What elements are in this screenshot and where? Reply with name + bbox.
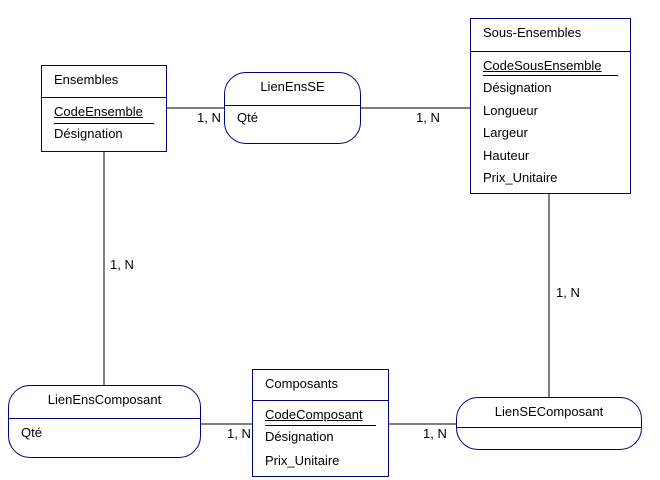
cardinality-label: 1, N	[110, 257, 134, 272]
attribute: Qté	[237, 110, 258, 125]
association-title: LienEnsComposant	[47, 392, 162, 407]
attribute: Désignation	[265, 429, 334, 444]
primary-key: CodeEnsemble	[54, 104, 143, 119]
association-divider	[457, 427, 641, 428]
attribute: Prix_Unitaire	[483, 170, 558, 185]
association-lienenscomposant[interactable]: LienEnsComposant Qté	[8, 385, 201, 458]
association-divider	[225, 105, 360, 106]
primary-key: CodeComposant	[265, 407, 363, 422]
entity-title: Ensembles	[54, 72, 119, 87]
association-divider	[9, 418, 200, 419]
attribute: Désignation	[483, 80, 552, 95]
entity-title: Composants	[265, 376, 338, 391]
entity-title: Sous-Ensembles	[483, 25, 582, 40]
entity-divider	[253, 400, 388, 401]
association-lienensse[interactable]: LienEnsSE Qté	[224, 72, 361, 144]
entity-ensembles[interactable]: Ensembles CodeEnsemble Désignation	[41, 65, 167, 152]
attribute: Qté	[21, 425, 42, 440]
attribute: Longueur	[483, 103, 538, 118]
primary-key: CodeSousEnsemble	[483, 58, 602, 73]
entity-divider	[471, 51, 630, 52]
attribute: Désignation	[54, 126, 123, 141]
attribute: Prix_Unitaire	[265, 453, 340, 468]
cardinality-label: 1, N	[423, 426, 447, 441]
key-separator	[265, 425, 376, 426]
key-separator	[483, 75, 618, 76]
association-title: LienSEComposant	[494, 404, 604, 419]
cardinality-label: 1, N	[197, 110, 221, 125]
association-liensecomposant[interactable]: LienSEComposant	[456, 397, 642, 450]
attribute: Largeur	[483, 125, 528, 140]
entity-divider	[42, 97, 166, 98]
cardinality-label: 1, N	[227, 426, 251, 441]
entity-sous-ensembles[interactable]: Sous-Ensembles CodeSousEnsemble Désignat…	[470, 18, 631, 194]
key-separator	[54, 123, 154, 124]
cardinality-label: 1, N	[556, 285, 580, 300]
cardinality-label: 1, N	[416, 110, 440, 125]
entity-composants[interactable]: Composants CodeComposant Désignation Pri…	[252, 369, 389, 477]
attribute: Hauteur	[483, 148, 530, 163]
association-title: LienEnsSE	[260, 79, 325, 94]
